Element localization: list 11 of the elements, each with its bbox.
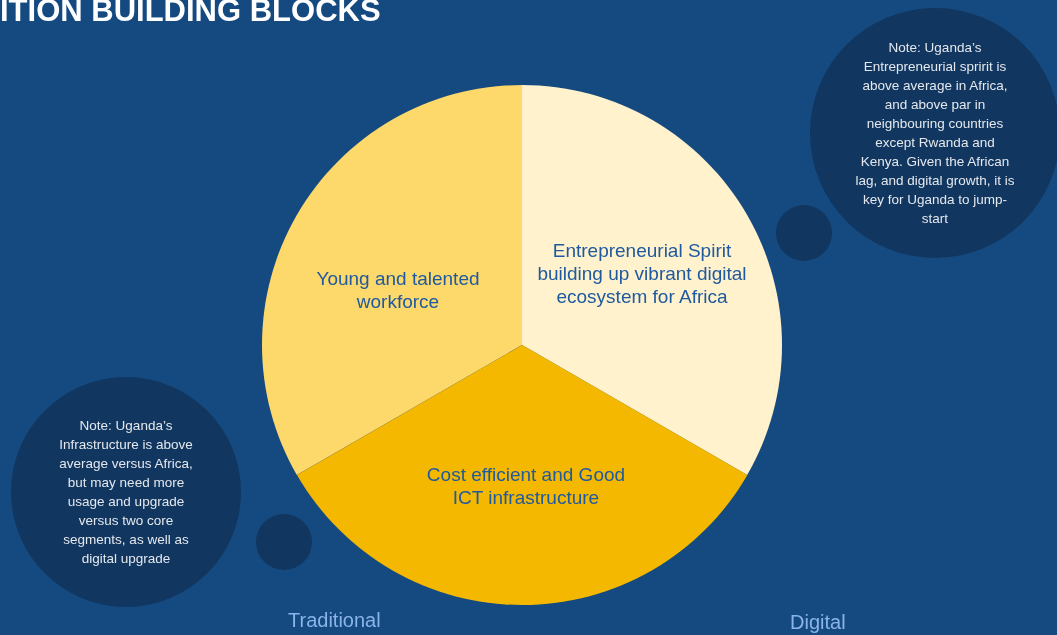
bubble-dot — [776, 205, 832, 261]
note-text: Note: Uganda’s Entrepreneurial spririt is above average in Africa, and above par in neighbouring countries except Rwanda and Kenya. Given the African lag, and digital growth, it is key for Uganda to jump-start — [854, 39, 1016, 228]
pie-segment — [296, 345, 748, 605]
bubble-dot — [256, 514, 312, 570]
segment-label: Entrepreneurial Spirit building up vibrant digital ecosystem for Africa — [536, 238, 748, 308]
segment-label: Cost efficient and Good ICT infrastructure — [426, 463, 626, 509]
axis-label: Digital — [790, 611, 846, 634]
title: ITION BUILDING BLOCKS — [0, 0, 381, 29]
segment-label: Young and talented workforce — [315, 267, 481, 313]
note-text: Note: Uganda’s Infrastructure is above average versus Africa, but may need more usage and upgrade versus two core segments, as well as digital upgrade — [58, 417, 194, 568]
axis-label: Traditional — [288, 609, 381, 632]
